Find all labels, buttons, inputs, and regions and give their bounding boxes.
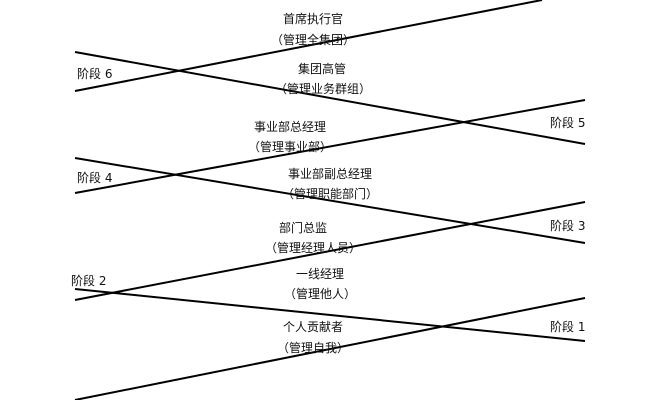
stage-3-label: 阶段 3 — [550, 219, 586, 233]
stage-5-label: 阶段 5 — [550, 116, 586, 130]
level-6-title: 一线经理 — [295, 267, 345, 281]
stage-1-label: 阶段 1 — [550, 320, 586, 334]
line-1-rising — [74, 297, 586, 400]
level-3-subtitle: （管理事业部） — [247, 140, 333, 154]
level-2-subtitle: （管理业务群组） — [274, 82, 372, 96]
stage-4-label: 阶段 4 — [77, 171, 113, 185]
line-4-falling — [74, 157, 586, 244]
level-5-title: 部门总监 — [278, 221, 328, 235]
level-7-subtitle: （管理自我） — [276, 341, 350, 355]
level-1-title: 首席执行官 — [282, 12, 344, 26]
stage-6-label: 阶段 6 — [77, 67, 113, 81]
level-7-title: 个人贡献者 — [282, 320, 344, 334]
level-4-title: 事业部副总经理 — [287, 167, 373, 181]
line-2-falling — [74, 288, 586, 342]
line-5-rising — [74, 99, 586, 194]
line-3-rising — [74, 201, 586, 301]
level-4-subtitle: （管理职能部门） — [281, 187, 379, 201]
line-6-falling — [74, 51, 586, 145]
line-7-rising — [74, 0, 543, 92]
level-6-subtitle: （管理他人） — [283, 287, 357, 301]
level-3-title: 事业部总经理 — [253, 120, 327, 134]
level-1-subtitle: （管理全集团） — [270, 33, 356, 47]
level-2-title: 集团高管 — [297, 62, 347, 76]
level-5-subtitle: （管理经理人员） — [264, 241, 362, 255]
stage-2-label: 阶段 2 — [71, 274, 107, 288]
